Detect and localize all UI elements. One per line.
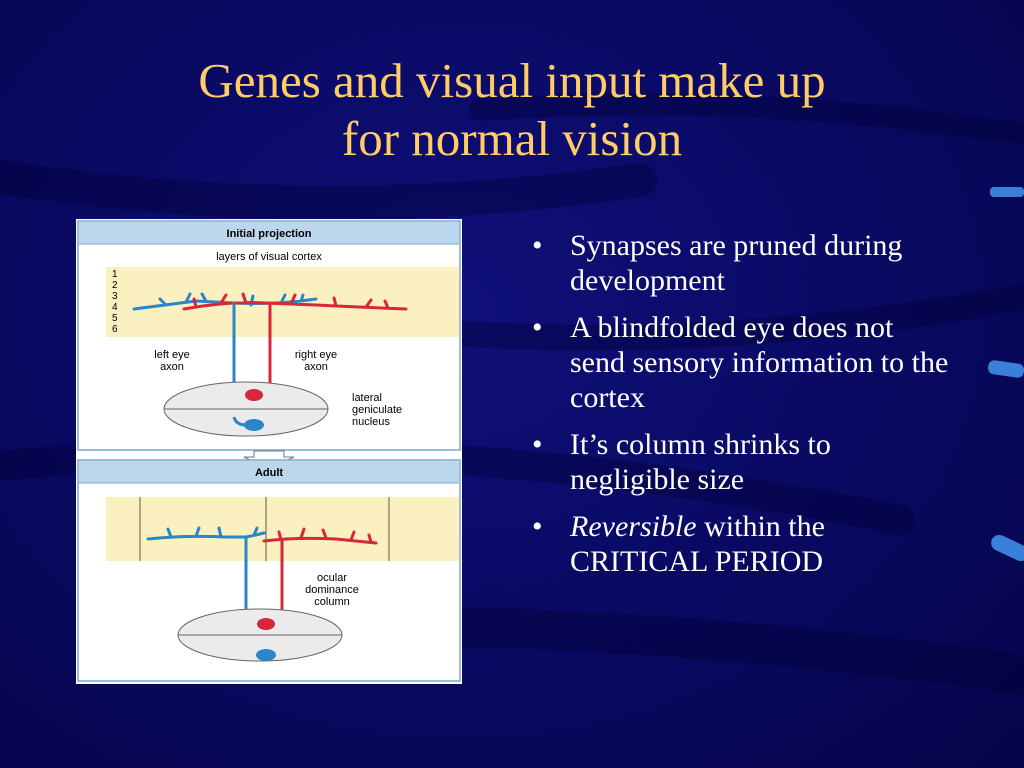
ocular-dominance-figure: Initial projection layers of visual cort…	[76, 219, 462, 684]
odc-label: column	[314, 596, 349, 608]
bullet-symbol: •	[532, 311, 543, 344]
slide-title-line-1: Genes and visual input make up	[198, 53, 826, 108]
panel2-header-band	[79, 461, 459, 483]
bullet-list: • Synapses are pruned during development…	[532, 228, 952, 591]
slide-title-line-2: for normal vision	[341, 111, 683, 166]
bullet-item: • Synapses are pruned during development	[532, 228, 952, 298]
bullet-emphasis: Reversible	[570, 510, 697, 543]
layer-number: 1	[112, 269, 118, 280]
layer-number: 3	[112, 291, 118, 302]
panel1-header-band	[79, 222, 459, 244]
layer-number: 5	[112, 313, 118, 324]
right-axon-arbor	[182, 292, 408, 311]
left-eye-label: axon	[160, 361, 184, 373]
layer-number: 4	[112, 302, 118, 313]
lgn-label: lateral	[352, 392, 382, 404]
panel1-subheader: layers of visual cortex	[216, 251, 322, 263]
bullet-text: Synapses are pruned during development	[570, 229, 903, 297]
adult-right-eye-soma	[257, 618, 275, 630]
lgn-label: nucleus	[352, 416, 390, 428]
left-eye-soma	[244, 419, 264, 431]
adult-left-axon-arbor	[146, 526, 266, 541]
layer-number: 6	[112, 324, 118, 335]
right-eye-label: axon	[304, 361, 328, 373]
side-mark	[988, 532, 1024, 564]
side-mark	[987, 359, 1024, 379]
bullet-item: • A blindfolded eye does not send sensor…	[532, 310, 952, 415]
side-mark	[990, 187, 1024, 197]
layer-number: 2	[112, 280, 118, 291]
right-eye-soma	[245, 389, 263, 401]
slide-title: Genes and visual input make up for norma…	[0, 52, 1024, 168]
bullet-item: • Reversible within the CRITICAL PERIOD	[532, 509, 952, 579]
left-eye-label: left eye	[154, 349, 189, 361]
adult-right-axon-arbor	[262, 527, 378, 545]
right-eye-label: right eye	[295, 349, 337, 361]
panel2-header: Adult	[255, 467, 283, 479]
panel1-header: Initial projection	[227, 228, 312, 240]
odc-label: dominance	[305, 584, 359, 596]
bullet-symbol: •	[532, 229, 543, 262]
bullet-symbol: •	[532, 510, 543, 543]
bullet-item: • It’s column shrinks to negligible size	[532, 427, 952, 497]
bullet-text: It’s column shrinks to negligible size	[570, 428, 831, 496]
bullet-symbol: •	[532, 428, 543, 461]
bullet-text: A blindfolded eye does not send sensory …	[570, 311, 949, 414]
odc-label: ocular	[317, 572, 347, 584]
bullet-text: within the CRITICAL PERIOD	[570, 510, 825, 578]
adult-left-eye-soma	[256, 649, 276, 661]
lgn-label: geniculate	[352, 404, 402, 416]
